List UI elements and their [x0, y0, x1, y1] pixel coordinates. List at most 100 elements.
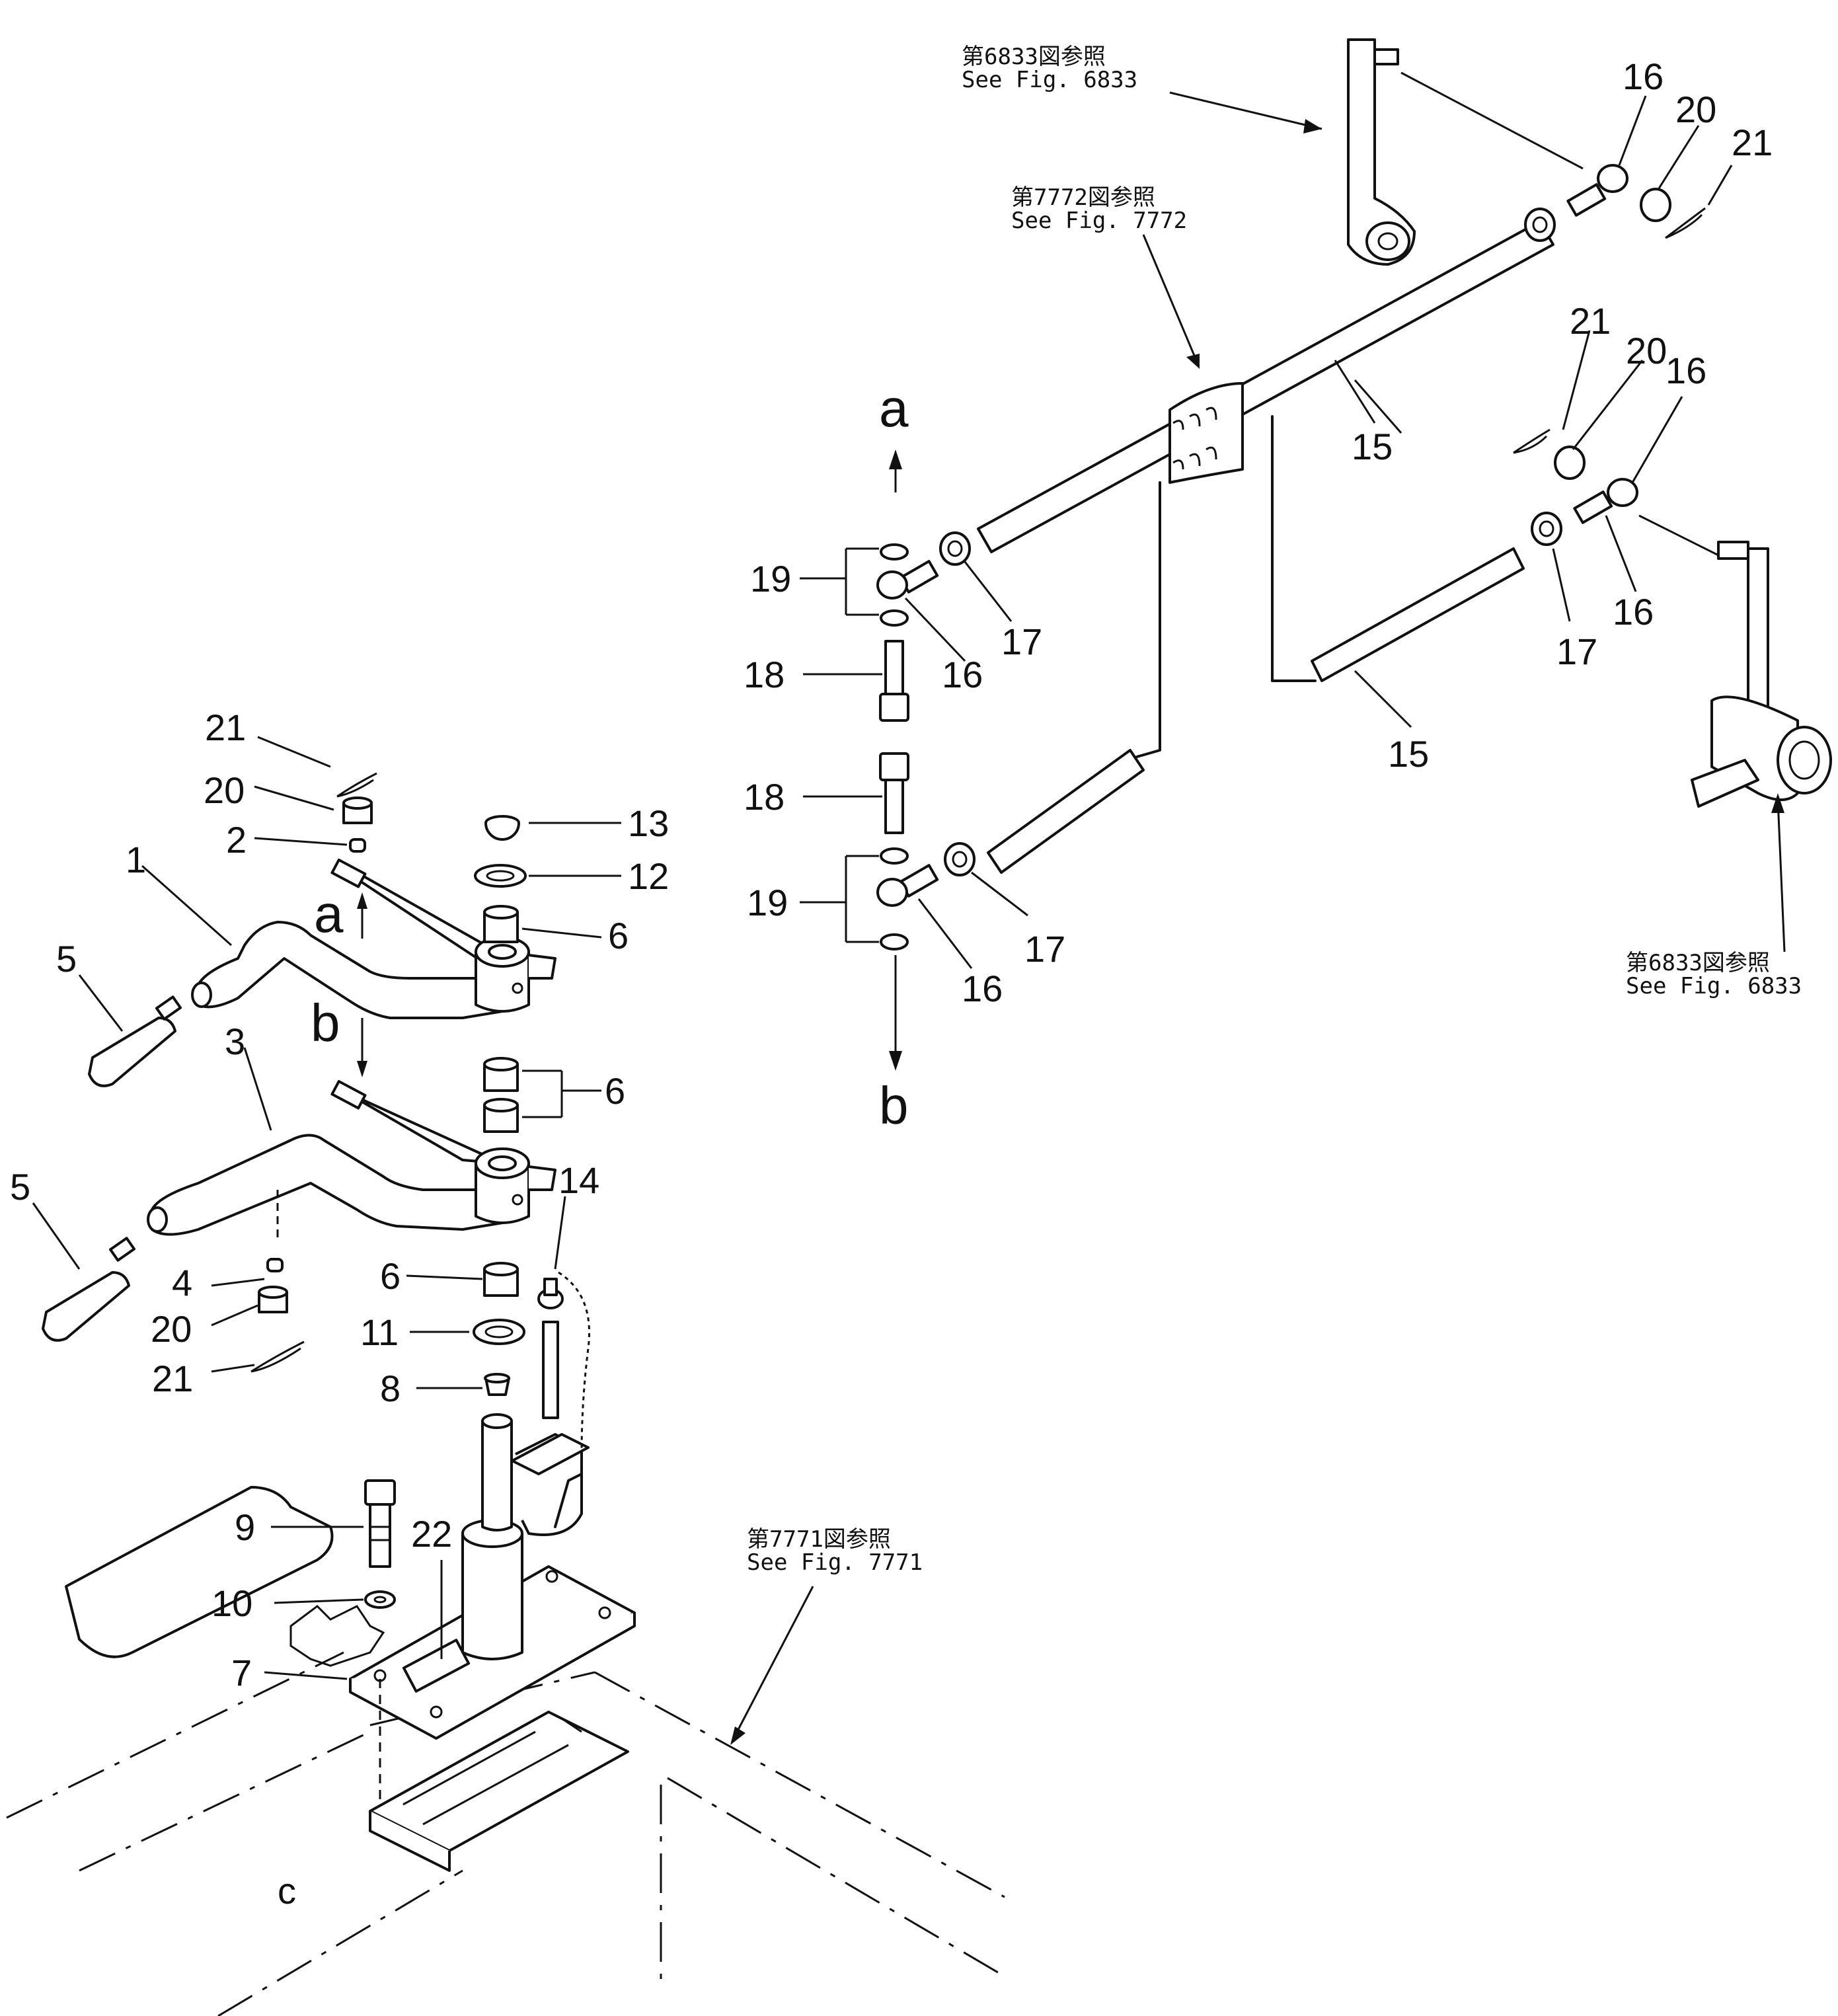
cotter-21-lower	[250, 1340, 305, 1373]
callout-6-b: 6	[605, 1070, 625, 1112]
callout-14: 14	[558, 1159, 599, 1201]
lever-3	[147, 1079, 556, 1243]
cotter-21-upper	[336, 772, 377, 798]
cotter-21-right	[1513, 428, 1551, 454]
grease-fitting-4	[266, 1258, 284, 1272]
callout-11: 11	[360, 1311, 399, 1353]
stack-parts	[250, 772, 527, 1396]
callout-16-c: 16	[1613, 591, 1654, 633]
callout-6-a: 6	[608, 915, 629, 956]
callout-20-a: 20	[204, 769, 245, 811]
bushing-6-c	[483, 1098, 519, 1133]
floor-cutout	[65, 1486, 334, 1658]
callout-16-a: 16	[1623, 56, 1664, 97]
pedestal-post	[461, 1413, 590, 1660]
rod-end-16-right	[1573, 478, 1638, 524]
callout-16-d: 16	[942, 654, 983, 695]
connector-a-left: a	[314, 884, 344, 943]
ref-fig7772-en: See Fig. 7772	[1011, 208, 1187, 234]
floor-mark: c	[278, 1870, 296, 1912]
callout-13: 13	[628, 802, 669, 844]
cable-boot	[1168, 382, 1244, 484]
callout-21-d: 21	[1570, 300, 1611, 342]
callout-3: 3	[225, 1021, 245, 1062]
rod-end-16-a	[876, 560, 939, 600]
bushing-6-d	[483, 1262, 519, 1297]
callout-6-c: 6	[380, 1255, 401, 1297]
callout-20-d: 20	[1626, 330, 1667, 371]
floor-frame: c	[6, 1486, 1005, 2016]
callout-17-c: 17	[1556, 631, 1597, 672]
reference-labels: 第6833図参照 See Fig. 6833 第7772図参照 See Fig.…	[747, 44, 1802, 1576]
callout-21-a: 21	[205, 707, 246, 748]
connector-b-right: b	[879, 1076, 909, 1135]
ref-fig6833-right-en: See Fig. 6833	[1626, 973, 1802, 999]
washer-19-b2	[880, 933, 909, 950]
nut-17-b	[944, 842, 976, 876]
leader-lines	[32, 71, 1786, 1745]
lever-arm-fig6833-top	[1347, 38, 1416, 266]
lever-arm-fig6833-right	[1691, 541, 1832, 808]
ref-fig6833-right-jp: 第6833図参照	[1626, 950, 1770, 976]
bolt-9	[364, 1479, 396, 1568]
bolt-18-a	[879, 640, 909, 722]
washer-11	[473, 1319, 525, 1345]
nut-20-right	[1554, 446, 1586, 480]
callout-21-c: 21	[1732, 122, 1773, 163]
lever-1	[191, 858, 556, 1019]
rod-15-upper	[977, 220, 1554, 553]
snap-ring-13	[484, 815, 520, 841]
nut-17-top	[1524, 208, 1556, 242]
callout-19-a: 19	[750, 558, 791, 600]
bushing-6-a	[483, 905, 519, 943]
connector-b-left: b	[311, 993, 340, 1052]
washer-12	[474, 864, 527, 888]
callout-20-b: 20	[151, 1308, 192, 1350]
callout-8: 8	[380, 1368, 401, 1409]
washer-19-b1	[880, 847, 909, 865]
rod-end-16-b	[876, 864, 939, 907]
nut-17-a	[939, 531, 971, 566]
washer-19-a1	[880, 543, 909, 561]
floor-plate-plug	[289, 1605, 385, 1667]
knob-5-lower	[42, 1237, 136, 1342]
cable-assembly	[977, 220, 1554, 874]
callout-numbers: 1 2 3 4 5 5 6 6 6 7 8 9 10 11 12 13 14 1…	[10, 56, 1773, 1693]
callout-12: 12	[628, 855, 669, 897]
cotter-21-top	[1665, 207, 1706, 239]
callout-16-e: 16	[962, 968, 1003, 1009]
nut-17-right	[1531, 512, 1562, 546]
callout-15-a: 15	[1352, 426, 1393, 467]
callout-22: 22	[411, 1513, 452, 1555]
callout-16-b: 16	[1666, 350, 1706, 391]
ref-fig6833-top-en: See Fig. 6833	[962, 67, 1137, 93]
rod-end-hardware	[876, 164, 1706, 950]
knob-5-upper	[88, 995, 182, 1087]
ref-fig7771-jp: 第7771図参照	[747, 1526, 891, 1553]
callout-18-b: 18	[744, 776, 785, 818]
nut-20-top	[1640, 188, 1671, 222]
callout-19-b: 19	[747, 882, 788, 923]
ref-fig7772-jp: 第7772図参照	[1011, 184, 1155, 211]
callout-7: 7	[231, 1652, 252, 1693]
callout-4: 4	[172, 1262, 192, 1303]
grease-fitting-2	[349, 838, 366, 853]
bolt-18-b	[879, 752, 909, 834]
lock-pin-14	[537, 1271, 591, 1455]
nut-20-upper	[342, 796, 373, 824]
callout-20-c: 20	[1675, 89, 1716, 130]
callout-18-a: 18	[744, 654, 785, 695]
rod-15-lower-left	[987, 749, 1145, 874]
rod-15-lower-right	[1311, 547, 1525, 682]
callout-15-b: 15	[1388, 733, 1429, 775]
ref-fig7771-en: See Fig. 7771	[747, 1549, 923, 1576]
ref-fig6833-top-jp: 第6833図参照	[962, 44, 1106, 70]
connector-a-right: a	[879, 379, 909, 438]
callout-1: 1	[126, 839, 146, 880]
washer-10	[364, 1590, 396, 1609]
washer-19-a2	[880, 609, 909, 627]
callout-5-upper: 5	[56, 938, 77, 980]
bushing-6-b	[483, 1057, 519, 1092]
